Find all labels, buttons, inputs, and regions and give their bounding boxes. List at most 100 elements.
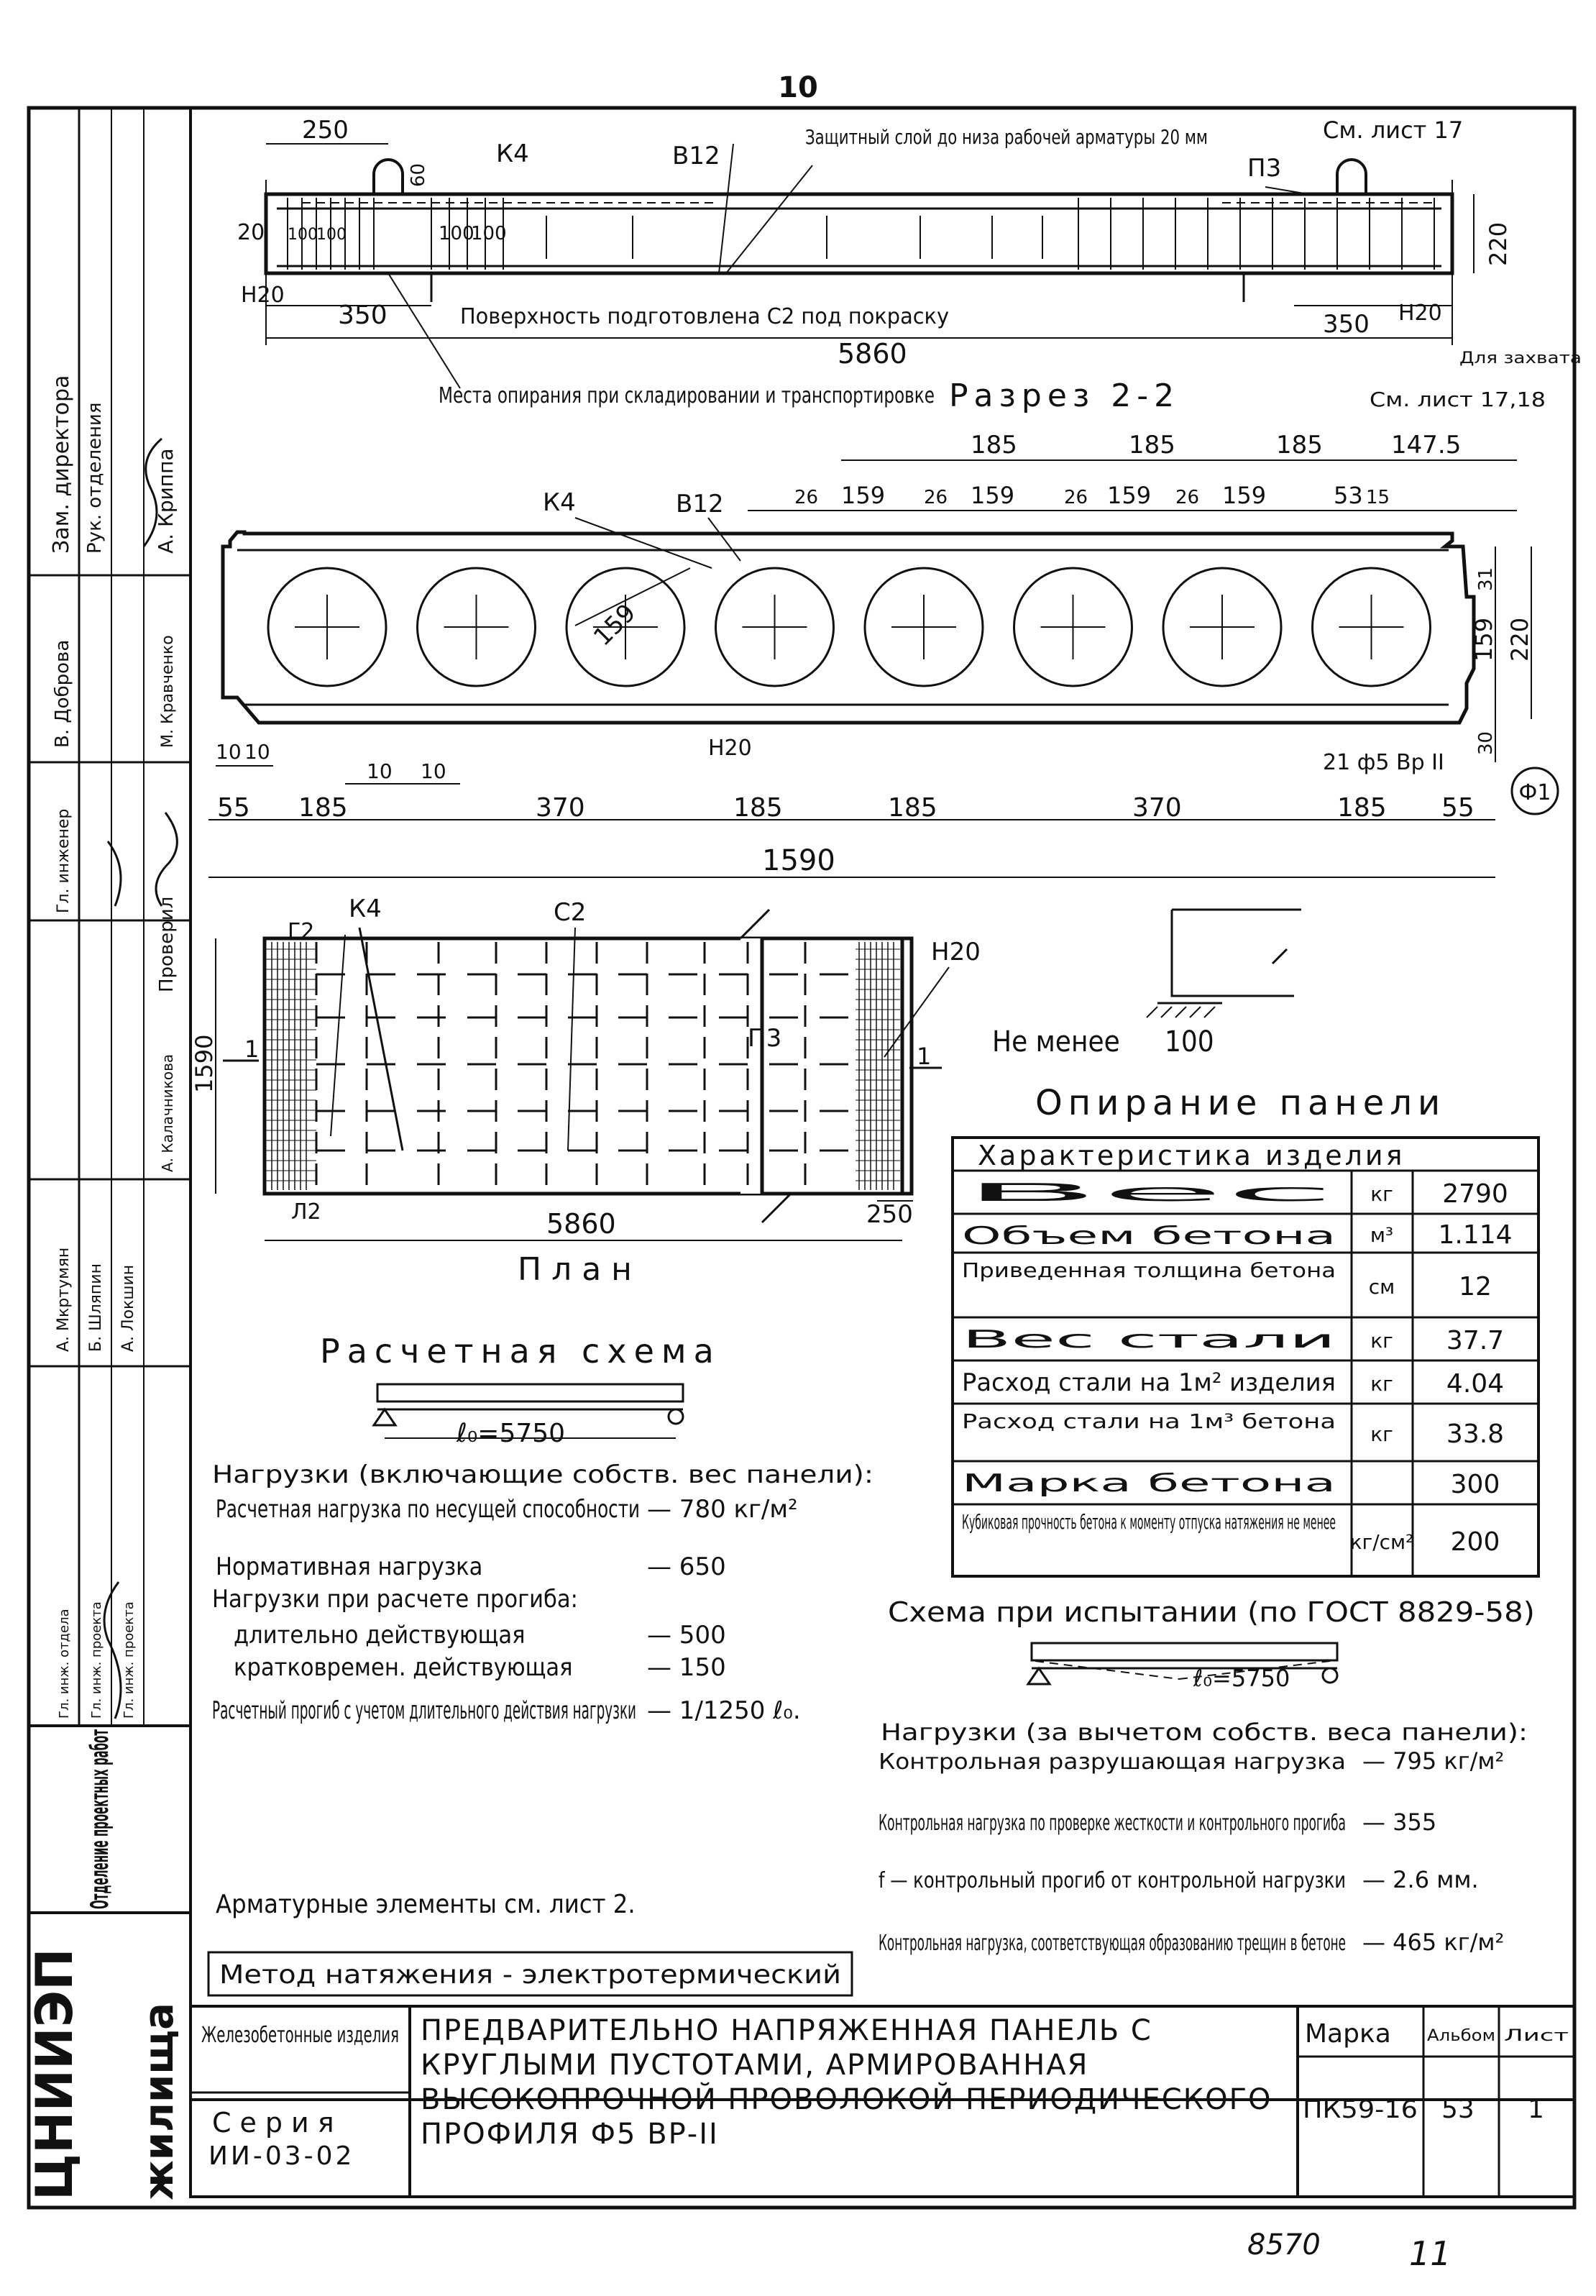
table-cell-name: Приведенная толщина бетона	[962, 1258, 1336, 1282]
plan-view: 1590 5860 250 План Г2 К4 С2 Н20 П3 Л2 1 …	[191, 895, 981, 1288]
table-cell-name: Расход стали на 1м² изделия	[962, 1368, 1336, 1397]
table-cell-value: 37.7	[1446, 1326, 1504, 1355]
test-line-value: — 795 кг/м²	[1362, 1747, 1504, 1775]
dim-2-2-bottom: 370	[1132, 793, 1182, 823]
dim-2-2-bottom: 185	[888, 793, 937, 823]
stamp-org-top: ЦНИИЭП	[25, 1948, 84, 2200]
label-support-places: Места опирания при складировании и транс…	[439, 383, 935, 408]
table-cell-value: 4.04	[1446, 1369, 1504, 1399]
stamp-name-7: А. Локшин	[119, 1265, 137, 1352]
lifting-loop-left	[372, 158, 404, 196]
label-2-2-v12: В12	[676, 490, 724, 518]
test-loads-title: Нагрузки (за вычетом собств. веса панели…	[881, 1719, 1528, 1746]
hollow-core	[1162, 567, 1283, 687]
table-cell-value: 12	[1459, 1272, 1492, 1302]
dim-2-2-bottom: 55	[1441, 793, 1475, 823]
dim-1-1-350-right: 350	[1323, 310, 1370, 339]
side-stamp: Зам. директора Рук. отделения А. Криппа …	[25, 108, 191, 2200]
label-1-1-p3: П3	[1247, 154, 1281, 183]
dim-2-2-total-1590: 1590	[762, 844, 835, 877]
tb-description: Предварительно напряженная панель с круг…	[421, 2014, 1272, 2151]
support-min-label: Не менее	[992, 1025, 1120, 1058]
hollow-core	[267, 567, 387, 687]
sheet-frame	[27, 106, 1577, 2210]
dim-1-1-100b: 100	[316, 226, 347, 244]
stamp-name-4: А. Калачникова	[159, 1054, 176, 1172]
tb-series-value: ИИ-03-02	[208, 2141, 354, 2171]
dim-hollow-159: 159	[588, 598, 641, 651]
calc-line-value: — 1/1250 ℓ₀.	[647, 1696, 801, 1725]
dim-2-2-bottom: 185	[733, 793, 783, 823]
test-scheme: Схема при испытании (по ГОСТ 8829-58) ℓ₀…	[879, 1596, 1535, 1956]
label-2-2-k4: К4	[543, 488, 576, 517]
hollow-core	[1013, 567, 1133, 687]
hollow-core	[416, 567, 536, 687]
table-cell-unit: кг/см²	[1350, 1530, 1414, 1554]
title-section-2-2: Разрез 2-2	[949, 378, 1180, 414]
test-line-label: Контрольная нагрузка, соответствующая об…	[879, 1931, 1346, 1956]
dim-plan-end: 250	[866, 1200, 913, 1229]
hollow-core	[565, 567, 686, 687]
calc-span: ℓ₀=5750	[456, 1419, 565, 1448]
test-line-label: Контрольная нагрузка по проверке жесткос…	[879, 1811, 1346, 1836]
hollow-core	[715, 567, 835, 687]
dim-2-2-detail: 159	[1107, 482, 1151, 509]
dim-2-2-top-147: 147.5	[1391, 431, 1461, 459]
stamp-role-2: Рук. отделения	[84, 403, 106, 554]
stamp-role-3: Гл. инженер	[55, 809, 73, 913]
dim-1-1-20: 20	[237, 220, 265, 245]
test-line-label: Контрольная разрушающая нагрузка	[879, 1750, 1346, 1775]
dim-2-2-bottom: 185	[1337, 793, 1387, 823]
dim-2-2-small-10b: 10	[244, 740, 270, 764]
dim-1-1-100d: 100	[471, 223, 507, 244]
dim-1-1-220: 220	[1485, 222, 1512, 266]
table-cell-name: Вес стали	[962, 1325, 1336, 1354]
dim-2-2-right-30: 30	[1475, 731, 1497, 755]
dim-1-1-60: 60	[408, 163, 429, 187]
calc-line-label: Нормативная нагрузка	[216, 1552, 482, 1581]
plan-outline-left	[262, 936, 914, 1196]
title-calc-scheme: Расчетная схема	[320, 1332, 721, 1371]
label-1-1-k4: К4	[496, 140, 529, 168]
signature-4	[103, 1581, 122, 1719]
table-cell-name: Расход стали на 1м³ бетона	[962, 1409, 1336, 1433]
plan-reinforcement	[266, 942, 900, 1190]
label-protective-layer: Защитный слой до низа рабочей арматуры 2…	[805, 125, 1208, 149]
label-plan-h20: Н20	[931, 938, 981, 966]
stamp-role-7: Гл. инж. проекта	[121, 1601, 137, 1719]
reinforcement-note: Арматурные элементы см. лист 2.	[216, 1890, 636, 1919]
stamp-name-3: В. Доброва	[52, 640, 73, 748]
dim-2-2-top-185b: 185	[1129, 431, 1175, 459]
table-cell-value: 1.114	[1438, 1220, 1512, 1250]
label-plan-l2: Л2	[291, 1199, 321, 1225]
table-cell-unit: кг	[1370, 1182, 1393, 1206]
label-plan-p3: П3	[748, 1024, 781, 1053]
dim-2-2-bottom: 185	[298, 793, 348, 823]
table-cell-value: 200	[1451, 1527, 1500, 1557]
title-support: Опирание панели	[1035, 1083, 1446, 1123]
label-plan-cut-1b: 1	[917, 1043, 931, 1070]
label-plan-cut-1: 1	[244, 1035, 259, 1063]
dim-2-2-detail: 15	[1366, 487, 1390, 508]
footer-number-2: 11	[1409, 2234, 1451, 2273]
calc-line-label: кратковремен. действующая	[234, 1653, 573, 1682]
calc-line-value: — 780 кг/м²	[647, 1495, 798, 1524]
table-cell-unit: см	[1369, 1275, 1395, 1299]
test-line-value: — 465 кг/м²	[1362, 1929, 1504, 1956]
tb-series-label: Серия	[212, 2107, 343, 2139]
table-cell-unit: м³	[1370, 1223, 1393, 1247]
label-2-2-h20: Н20	[708, 736, 752, 761]
tb-mark-value: ПК59-16	[1303, 2095, 1418, 2124]
test-line-label: f — контрольный прогиб от контрольной на…	[879, 1868, 1346, 1893]
table-cell-value: 300	[1451, 1470, 1500, 1499]
table-cell-unit: кг	[1370, 1422, 1393, 1446]
calc-scheme: Расчетная схема ℓ₀=5750 Нагрузки (включа…	[212, 1332, 873, 1725]
tension-method: Метод натяжения - электротермический	[219, 1960, 841, 1990]
label-for-grip: Для захвата	[1459, 349, 1582, 367]
table-title: Характеристика изделия	[978, 1140, 1405, 1171]
dim-2-2-bottom: 370	[536, 793, 585, 823]
table-cell-unit: кг	[1370, 1372, 1393, 1396]
table-cell-unit: кг	[1370, 1329, 1393, 1353]
label-plan-s2: С2	[554, 898, 586, 927]
